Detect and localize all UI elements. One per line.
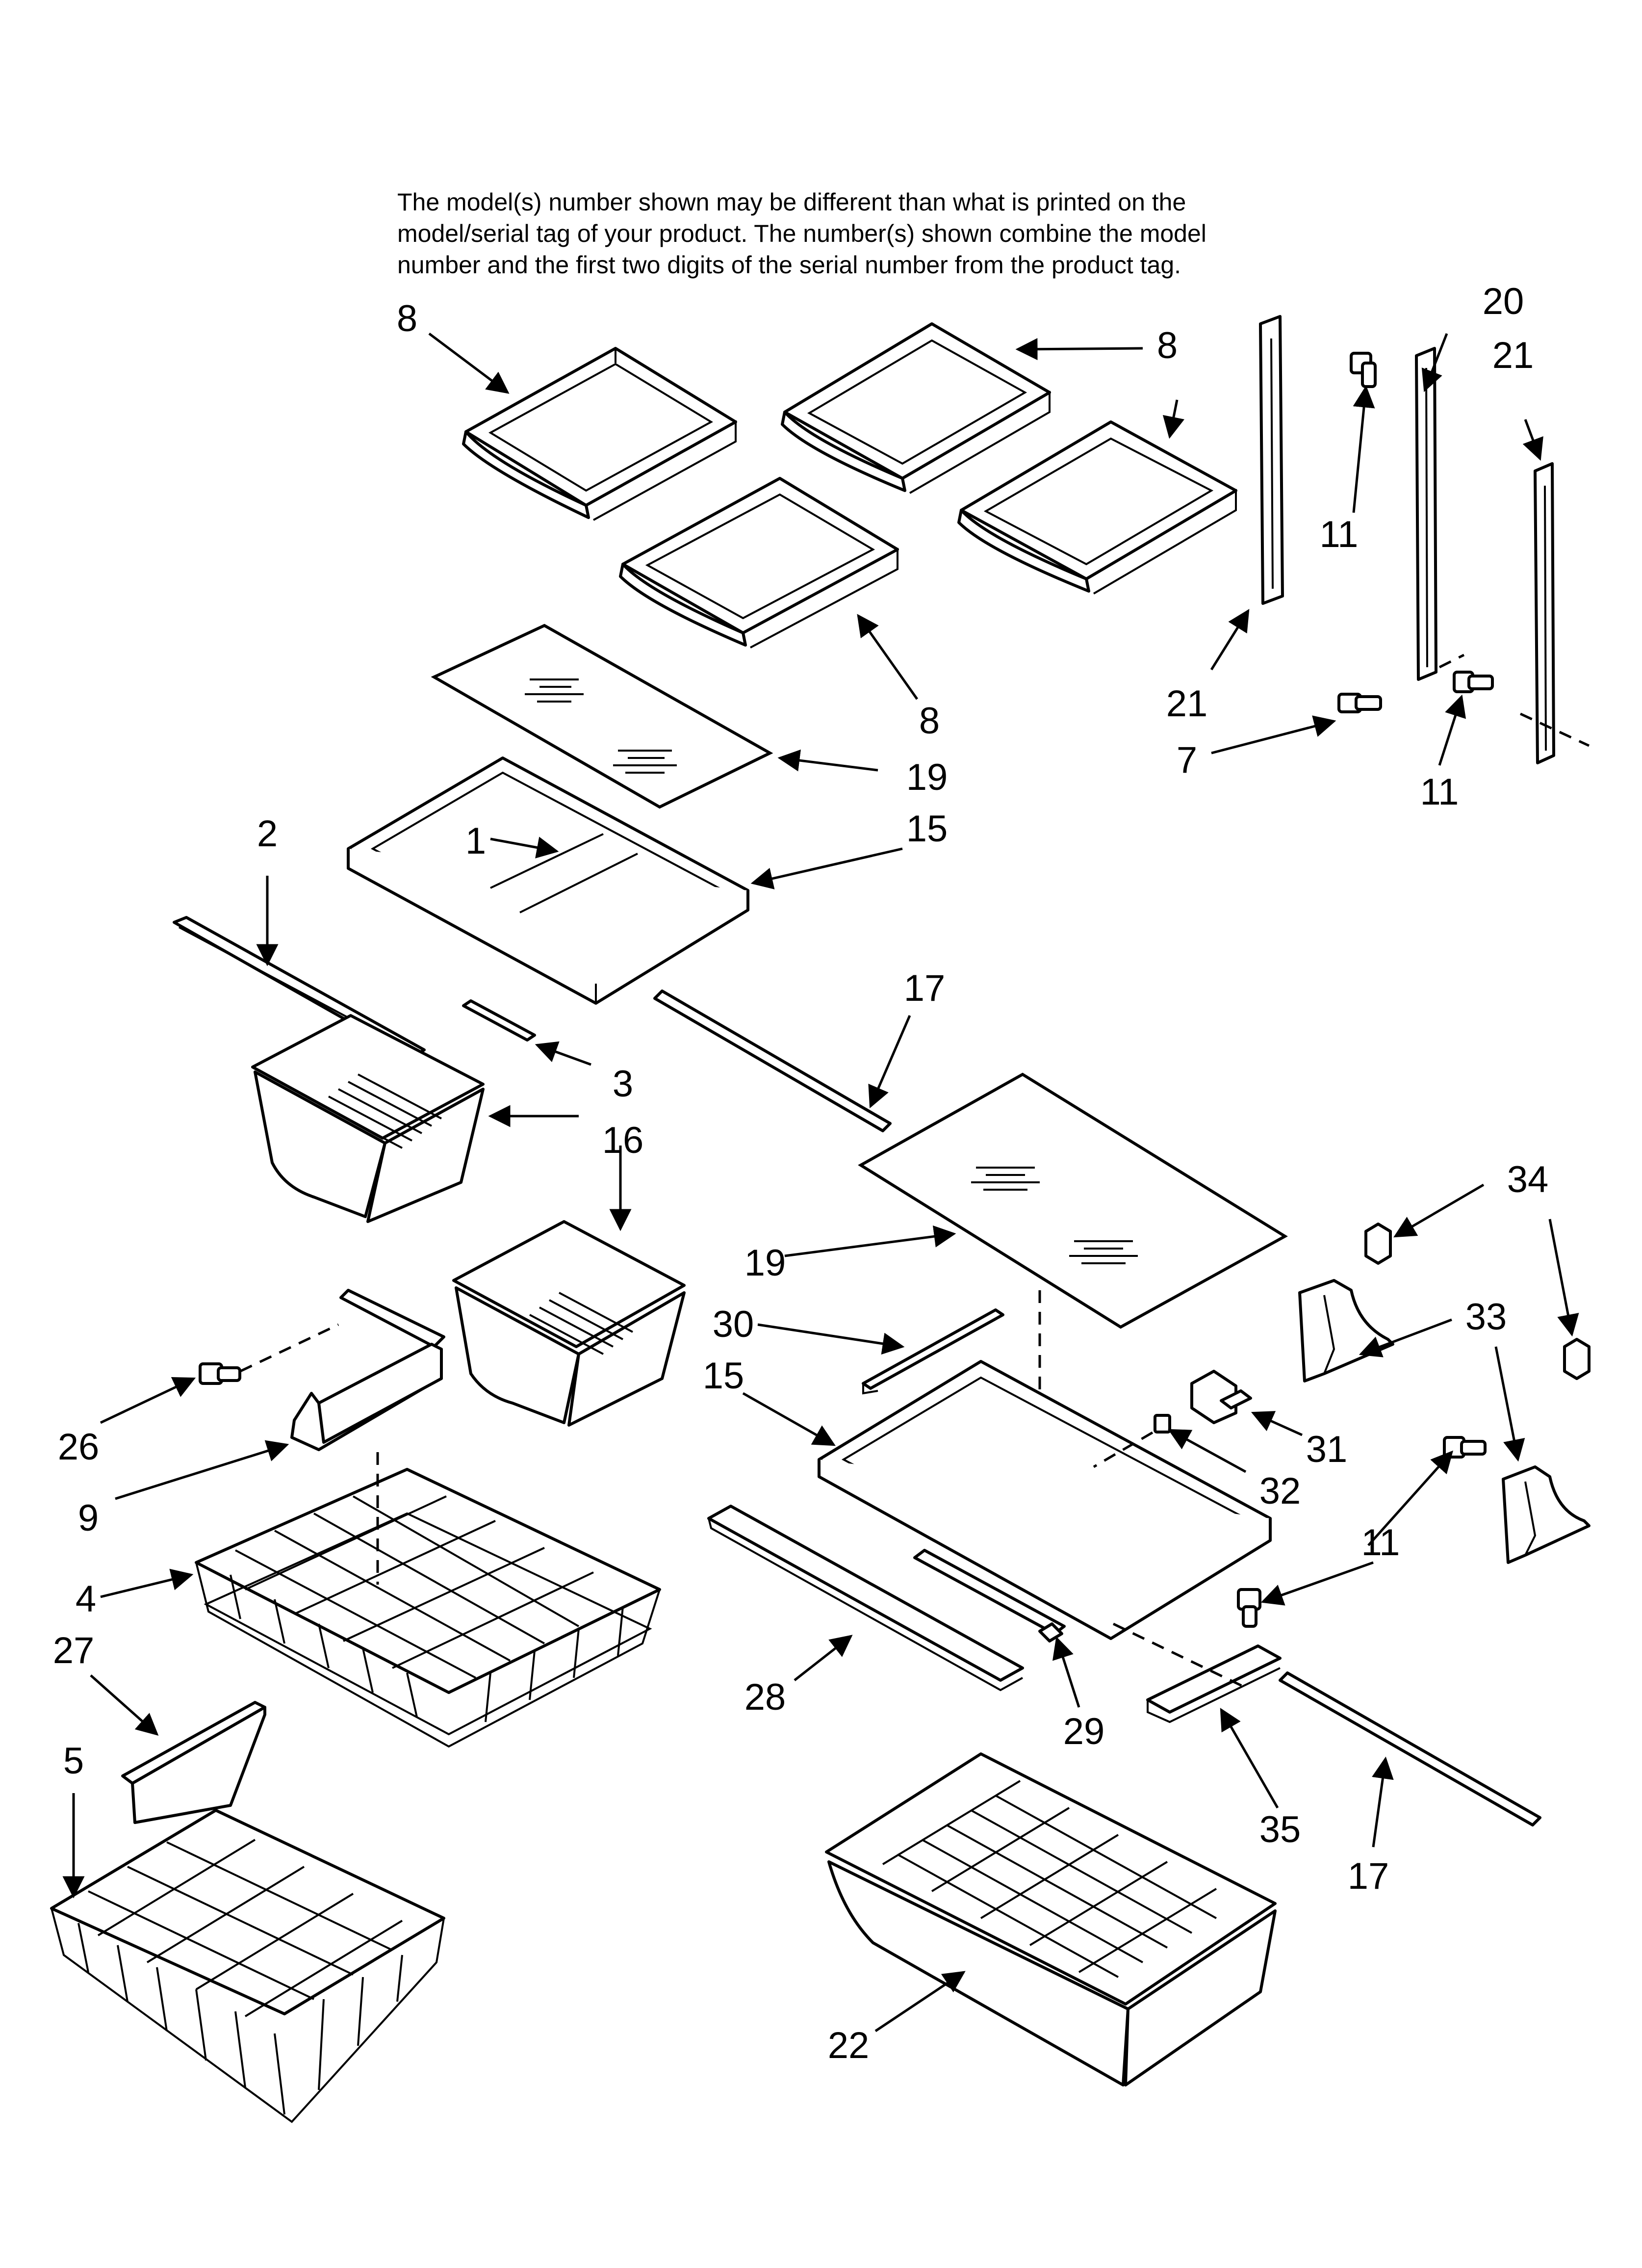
model-number-note: The model(s) number shown may be differe… [397, 186, 1427, 281]
leader-lines [62, 333, 1579, 2033]
screw-part-11-upper [1350, 352, 1377, 388]
callout-29: 29 [1063, 1711, 1105, 1752]
slide-part-29 [913, 1549, 1066, 1642]
screw-part-7 [1337, 693, 1382, 713]
callout-22: 22 [828, 2025, 870, 2066]
bracket-35-dash [1112, 1622, 1247, 1689]
end-cap-part-33-left [1298, 1279, 1394, 1382]
callout-19-lower: 19 [744, 1242, 786, 1284]
callout-26: 26 [58, 1426, 100, 1468]
callout-labels: 8 8 8 8 20 21 21 11 11 11 7 19 19 15 15 … [53, 281, 1549, 2066]
callout-7: 7 [1177, 739, 1197, 781]
rail-part-21-left [1259, 315, 1284, 605]
callout-11-upper: 11 [1320, 514, 1359, 555]
slide-part-3 [462, 999, 536, 1042]
screw-part-11-lower [1237, 1588, 1261, 1628]
glass-part-19-lower [858, 1072, 1288, 1329]
callout-5: 5 [63, 1740, 84, 1782]
callout-8-top-right: 8 [1157, 325, 1178, 366]
screw-part-11-middle [1453, 671, 1494, 693]
clip-part-34-right [1563, 1338, 1591, 1380]
callout-11-middle: 11 [1420, 771, 1459, 813]
callout-17-upper: 17 [904, 967, 946, 1009]
knob-32-dash [1093, 1431, 1154, 1468]
callout-31: 31 [1306, 1429, 1348, 1470]
trim-part-28 [707, 1505, 1024, 1692]
divider-part-27 [121, 1701, 266, 1824]
rail-part-20 [1415, 347, 1437, 681]
shelf-part-8-top-right [781, 322, 1051, 494]
callout-33: 33 [1465, 1296, 1507, 1338]
shelf-part-8-middle-left [619, 477, 899, 649]
callout-30: 30 [713, 1303, 754, 1345]
callout-21-upper: 21 [1492, 335, 1534, 376]
screw-26-dash [239, 1323, 339, 1373]
crisper-cover-part-15-upper [347, 756, 749, 1005]
glass-part-19-upper [431, 624, 773, 809]
crisper-cover-part-15-lower [818, 1360, 1272, 1640]
wire-basket-part-4 [195, 1468, 661, 1748]
callout-16: 16 [602, 1120, 644, 1161]
callout-15-lower: 15 [703, 1355, 744, 1397]
callout-9: 9 [78, 1497, 99, 1539]
callout-27: 27 [53, 1630, 95, 1671]
callout-1: 1 [465, 820, 486, 862]
control-part-31 [1190, 1370, 1252, 1424]
callout-21-lower: 21 [1166, 683, 1208, 725]
callout-34: 34 [1507, 1159, 1549, 1200]
wire-basket-part-5 [50, 1809, 445, 2123]
divider-part-9 [290, 1289, 445, 1451]
rail-21-dash [1519, 712, 1590, 747]
crisper-bin-part-16-upper [251, 1014, 485, 1223]
rail-20-dash [1438, 653, 1465, 669]
rod-part-17-lower [1279, 1671, 1541, 1826]
callout-4: 4 [76, 1578, 96, 1620]
screw-part-26 [199, 1362, 241, 1385]
callout-32: 32 [1259, 1470, 1301, 1512]
rail-part-21-right [1534, 462, 1555, 764]
callout-17-lower: 17 [1348, 1855, 1389, 1897]
callout-28: 28 [744, 1676, 786, 1718]
callout-19-upper: 19 [906, 756, 948, 798]
clip-part-34-left [1364, 1223, 1392, 1265]
end-cap-part-33-right [1502, 1465, 1591, 1564]
callout-35: 35 [1259, 1809, 1301, 1851]
callout-3: 3 [613, 1063, 633, 1105]
rod-part-17-upper [653, 990, 892, 1132]
callout-15-upper: 15 [906, 808, 948, 850]
pan-part-22 [825, 1752, 1277, 2086]
bracket-part-35 [1146, 1644, 1282, 1723]
crisper-bin-part-16-lower [452, 1220, 686, 1427]
knob-part-32 [1154, 1414, 1171, 1434]
shelf-part-8-middle-right [957, 420, 1237, 595]
callout-20: 20 [1483, 281, 1524, 322]
callout-8-top-left: 8 [397, 298, 417, 339]
note-line-3: number and the first two digits of the s… [397, 251, 1181, 279]
callout-11-lower: 11 [1361, 1522, 1400, 1564]
note-line-1: The model(s) number shown may be differe… [397, 188, 1186, 216]
note-line-2: model/serial tag of your product. The nu… [397, 220, 1206, 247]
shelf-part-8-top-left [462, 347, 737, 521]
callout-8-middle: 8 [919, 700, 940, 742]
callout-2: 2 [257, 813, 278, 855]
screw-part-11-right [1443, 1436, 1487, 1459]
bracket-part-30 [862, 1308, 1004, 1395]
